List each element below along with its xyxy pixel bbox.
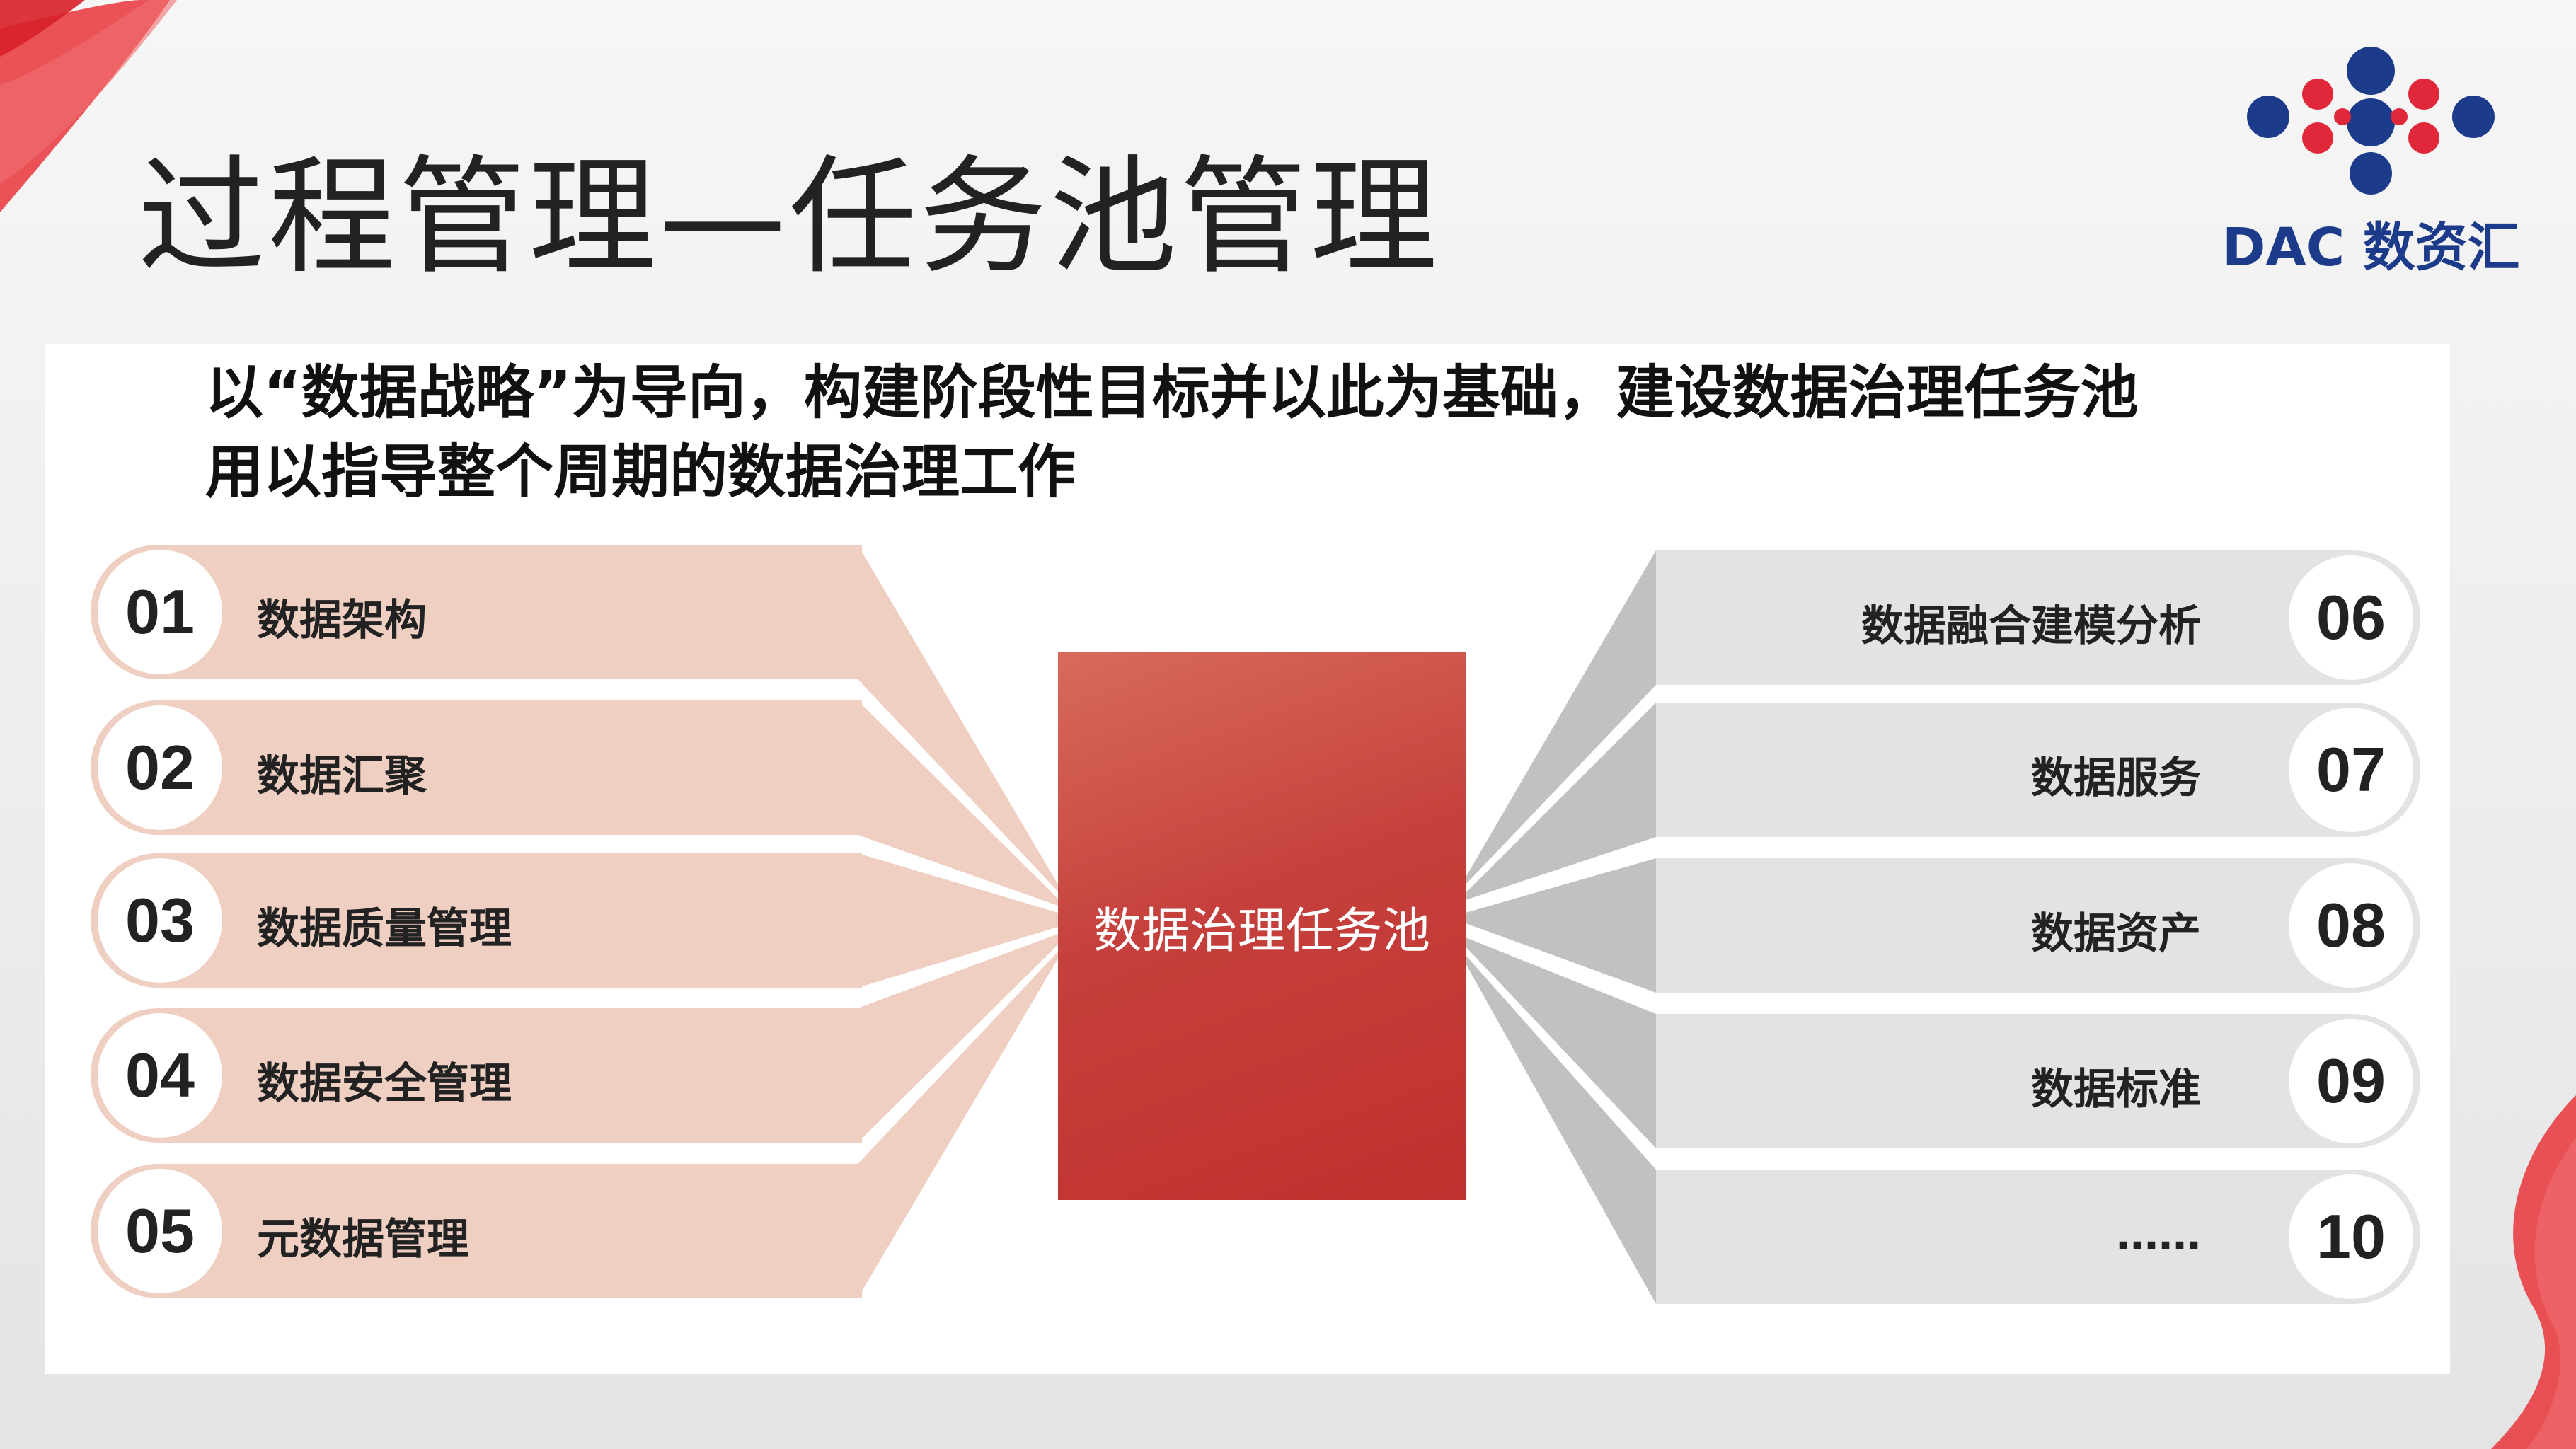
intro-line-2: 用以指导整个周期的数据治理工作: [205, 439, 1076, 506]
item-number: 10: [2289, 1174, 2413, 1299]
item-label: 数据资产: [2031, 909, 2201, 959]
item-number: 03: [98, 858, 222, 983]
item-number: 06: [2289, 555, 2413, 680]
dac-logo: DAC 数资汇: [2222, 39, 2520, 279]
item-label: 数据质量管理: [257, 904, 512, 954]
page-title: 过程管理—任务池管理: [138, 144, 1441, 291]
item-label: 数据架构: [257, 596, 427, 645]
intro-line-1: 以“数据战略”为导向，构建阶段性目标并以此为基础，建设数据治理任务池: [205, 359, 2139, 427]
center-label: 数据治理任务池: [1093, 903, 1430, 959]
item-label: 数据标准: [2031, 1065, 2201, 1114]
left-connector-03: [858, 853, 1058, 988]
item-label: ……: [2116, 1211, 2201, 1260]
right-connector-09: [1466, 937, 1656, 1148]
right-connector-10: [1466, 955, 1656, 1304]
item-number: 07: [2289, 708, 2413, 832]
intro-text: 以“数据战略”为导向，构建阶段性目标并以此为基础，建设数据治理任务池 用以指导整…: [205, 354, 2456, 512]
item-label: 元数据管理: [257, 1215, 469, 1264]
item-label: 数据服务: [2031, 754, 2201, 803]
logo-text: DAC 数资汇: [2222, 217, 2520, 278]
center-task-pool-box: 数据治理任务池: [1058, 652, 1466, 1200]
left-connector-02: [858, 700, 1058, 906]
left-connector-04: [858, 934, 1058, 1143]
right-connector-08: [1466, 858, 1656, 993]
item-number: 02: [98, 705, 222, 830]
decorative-ribbon-bottom-right: [2491, 1095, 2576, 1449]
item-number: 01: [98, 550, 222, 674]
item-label: 数据汇聚: [257, 751, 427, 801]
right-connector-07: [1466, 703, 1656, 900]
logo-dots-icon: [2247, 47, 2495, 195]
left-connector-05: [858, 952, 1058, 1298]
item-number: 08: [2289, 863, 2413, 988]
item-label: 数据安全管理: [257, 1059, 512, 1109]
item-number: 09: [2289, 1019, 2413, 1143]
item-number: 05: [98, 1169, 222, 1293]
decorative-ribbon-top-left: [0, 0, 177, 212]
item-number: 04: [98, 1013, 222, 1138]
left-connector-01: [858, 545, 1058, 891]
right-connector-06: [1466, 550, 1656, 884]
item-label: 数据融合建模分析: [1861, 601, 2201, 651]
